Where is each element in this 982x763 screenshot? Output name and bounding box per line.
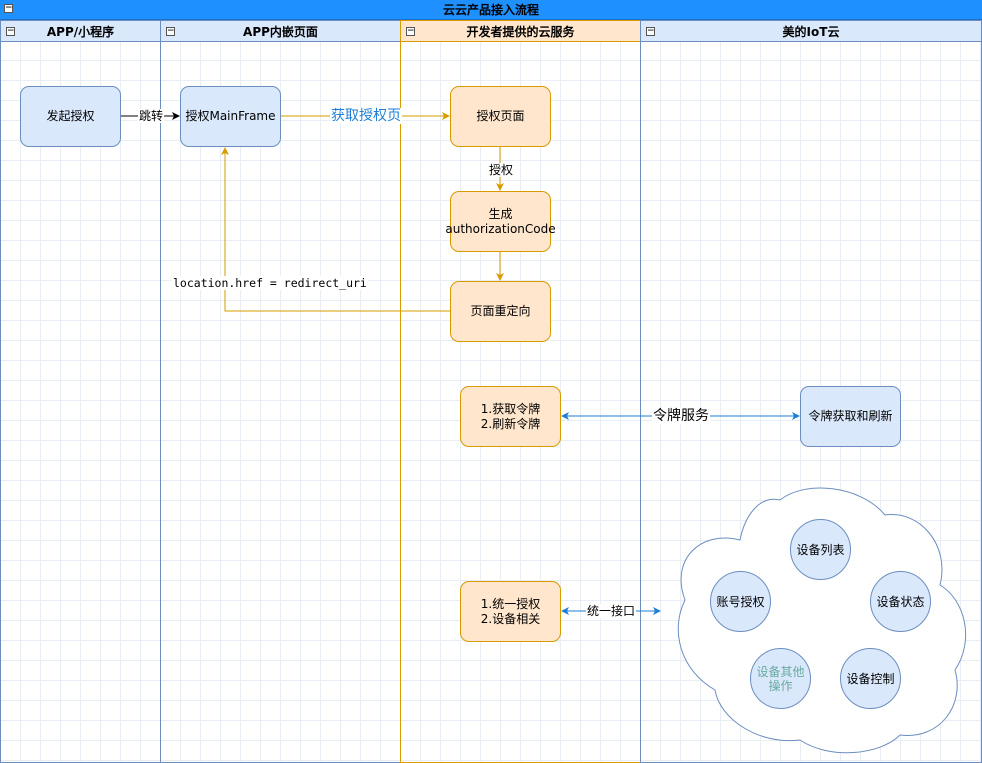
- edge-redirect-back: [221, 147, 450, 312]
- lane-title: 开发者提供的云服务: [466, 25, 575, 39]
- cloud-item-device-control[interactable]: 设备控制: [840, 648, 901, 709]
- lane-title: APP/小程序: [46, 25, 115, 39]
- lane-header: − APP/小程序: [1, 20, 160, 42]
- node-unified-ops[interactable]: 1.统一授权 2.设备相关: [460, 581, 561, 642]
- pool-title-bar: − 云云产品接入流程: [0, 0, 982, 20]
- diagram-title: 云云产品接入流程: [442, 3, 539, 17]
- node-initiate-auth[interactable]: 发起授权: [20, 86, 121, 147]
- collapse-icon[interactable]: −: [4, 3, 13, 13]
- node-token-service[interactable]: 令牌获取和刷新: [800, 386, 901, 447]
- edge-label-get-auth-page: 获取授权页: [330, 108, 402, 124]
- node-token-ops[interactable]: 1.获取令牌 2.刷新令牌: [460, 386, 561, 447]
- lane-title: APP内嵌页面: [243, 25, 318, 39]
- node-auth-page[interactable]: 授权页面: [450, 86, 551, 147]
- collapse-icon[interactable]: −: [166, 26, 175, 36]
- node-auth-mainframe[interactable]: 授权MainFrame: [180, 86, 281, 147]
- edge-label-jump: 跳转: [138, 109, 165, 123]
- collapse-icon[interactable]: −: [646, 26, 655, 36]
- lane-header: − 美的IoT云: [641, 20, 981, 42]
- edge-label-authorize: 授权: [488, 163, 515, 177]
- lane-header: − APP内嵌页面: [161, 20, 400, 42]
- edge-label-redirect-href: location.href = redirect_uri: [172, 276, 368, 290]
- node-page-redirect[interactable]: 页面重定向: [450, 281, 551, 342]
- cloud-item-device-other[interactable]: 设备其他 操作: [750, 648, 811, 709]
- lane-title: 美的IoT云: [782, 25, 840, 39]
- cloud-item-device-list[interactable]: 设备列表: [790, 519, 851, 580]
- node-generate-auth-code[interactable]: 生成 authorizationCode: [445, 191, 556, 252]
- collapse-icon[interactable]: −: [406, 26, 415, 36]
- lane-header: − 开发者提供的云服务: [401, 20, 640, 42]
- collapse-icon[interactable]: −: [6, 26, 15, 36]
- edge-label-unified-interface: 统一接口: [586, 604, 637, 618]
- edge-label-token-service: 令牌服务: [652, 408, 710, 424]
- cloud-item-account-auth[interactable]: 账号授权: [710, 571, 771, 632]
- cloud-item-device-status[interactable]: 设备状态: [870, 571, 931, 632]
